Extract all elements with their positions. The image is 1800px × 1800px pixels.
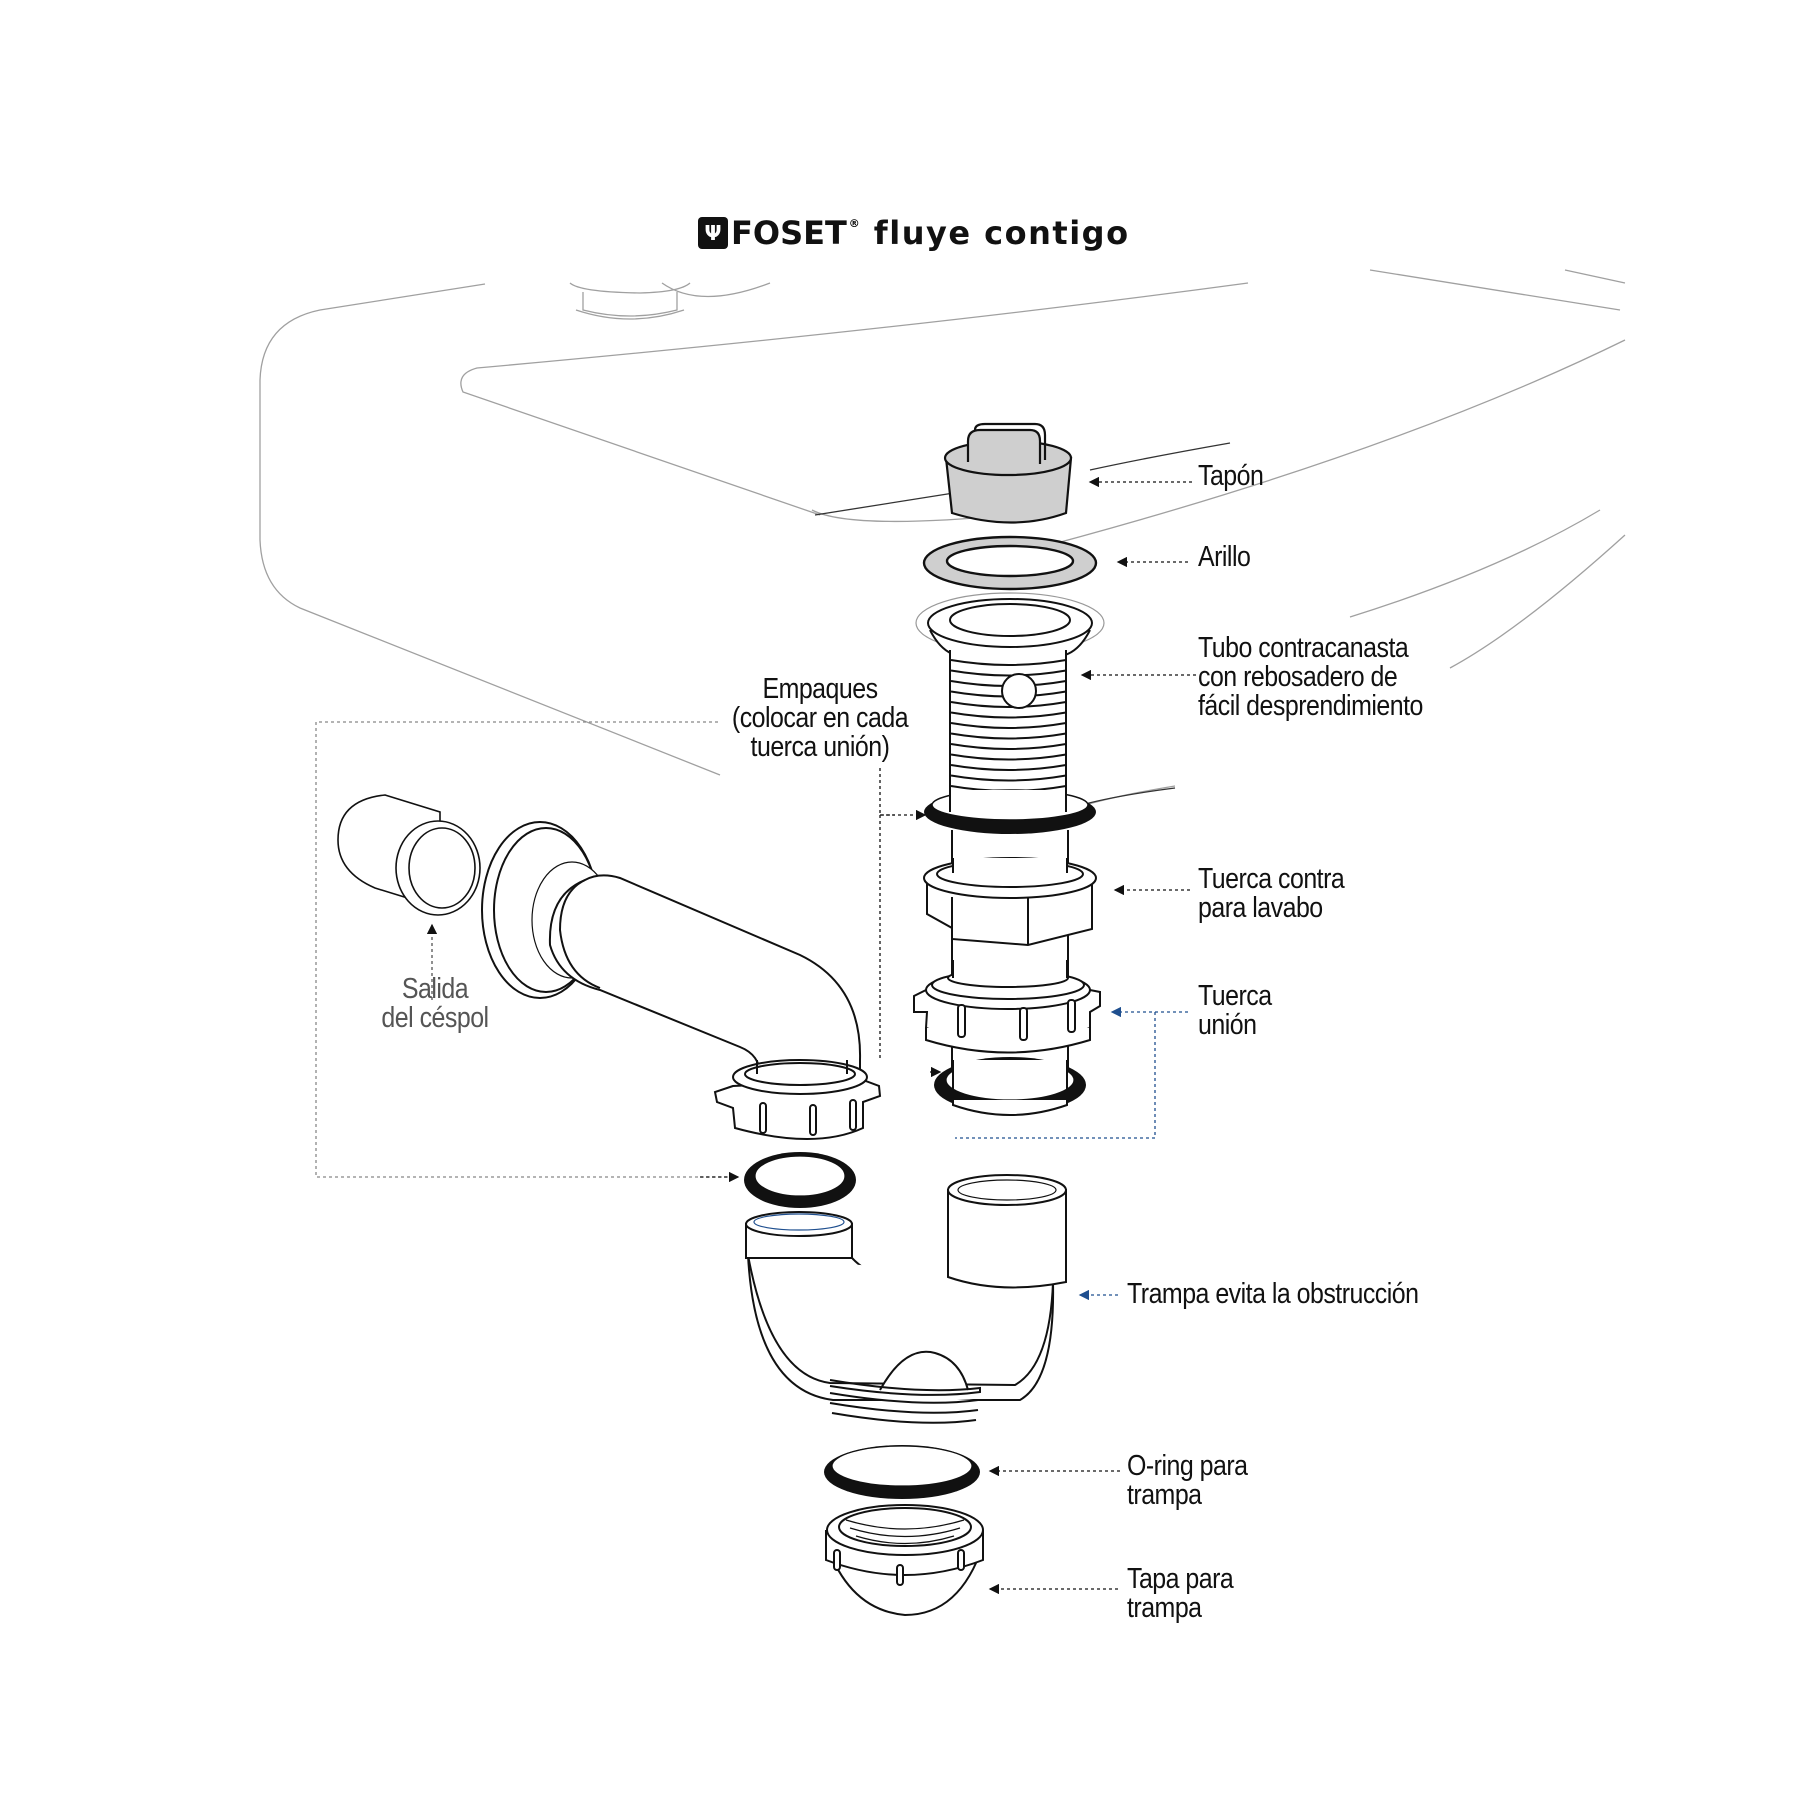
tube-thread [950,722,1067,729]
sink-outline [259,269,1626,806]
label-arillo: Arillo [1198,541,1251,573]
gasket-lower [934,1057,1086,1116]
leader-empaques [879,768,895,816]
o-ring-trampa [824,1445,980,1499]
label-tubo-contracanasta: Tubo contracanasta con rebosadero de fác… [1198,634,1423,721]
leader-tuerca-union-bracket [955,1012,1156,1139]
label-oring-line1: O-ring para [1127,1450,1248,1482]
tube-thread [950,659,1067,666]
brand-header: Ψ FOSET ® fluye contigo [698,213,1130,253]
tube-thread [950,669,1067,677]
label-oring-line2: trampa [1127,1479,1202,1511]
wall-outlet-salida [337,794,481,916]
label-tapa: Tapa para trampa [1127,1563,1234,1624]
gasket-left [744,1152,856,1208]
label-empaques-line1: Empaques [762,673,878,705]
label-tuerca-contra: Tuerca contra para lavabo [1198,863,1345,924]
tube-thread [950,774,1067,782]
lock-nut-tuerca-contra [923,857,1097,947]
registered-mark: ® [848,216,860,230]
label-empaques-line2: (colocar en cada [731,702,909,734]
elbow-pipe [481,821,862,1076]
gasket-upper [924,789,1096,834]
label-tubo-line1: Tubo contracanasta [1198,632,1409,664]
tube-thread [950,743,1067,750]
leader-empaques-left [315,721,735,1178]
label-tuerca-contra-line1: Tuerca contra [1198,863,1345,895]
label-tubo-line3: fácil desprendimiento [1198,690,1423,722]
tube-thread [950,701,1067,708]
tube-thread [950,764,1067,771]
brand-name: FOSET [731,214,847,252]
ring-arillo [922,535,1098,591]
tube-thread [950,753,1067,761]
trident-icon: Ψ [698,217,728,249]
label-tuerca-union: Tuerca unión [1198,982,1272,1040]
union-nut-right [913,960,1101,1054]
label-oring: O-ring para trampa [1127,1450,1248,1511]
trap-cap-tapa [825,1504,984,1617]
label-tapon: Tapón [1198,460,1264,492]
tube-thread [950,711,1067,719]
sink-edge-lines [814,442,1231,805]
tube-thread [950,732,1067,740]
label-salida-line1: Salida [401,973,469,1005]
label-tuerca-union-line2: unión [1198,1009,1257,1041]
label-trampa: Trampa evita la obstrucción [1127,1278,1419,1310]
label-empaques-line3: tuerca unión) [750,731,890,763]
p-trap-trampa [745,1174,1067,1424]
label-tapa-line2: trampa [1127,1592,1202,1624]
leader-lines [315,476,1196,1595]
label-empaques: Empaques (colocar en cada tuerca unión) [717,675,923,762]
union-nut-left [713,1059,882,1140]
label-salida-line2: del céspol [381,1002,489,1034]
label-tubo-line2: con rebosadero de [1198,661,1398,693]
label-tapa-line1: Tapa para [1127,1563,1234,1595]
label-tuerca-contra-line2: para lavabo [1198,892,1323,924]
plug-tapon [943,422,1073,524]
label-salida-cespol: Salida del céspol [375,975,495,1033]
brand-tagline: fluye contigo [873,214,1130,252]
basket-tube [915,592,1105,800]
label-tuerca-union-line1: Tuerca [1198,980,1272,1012]
